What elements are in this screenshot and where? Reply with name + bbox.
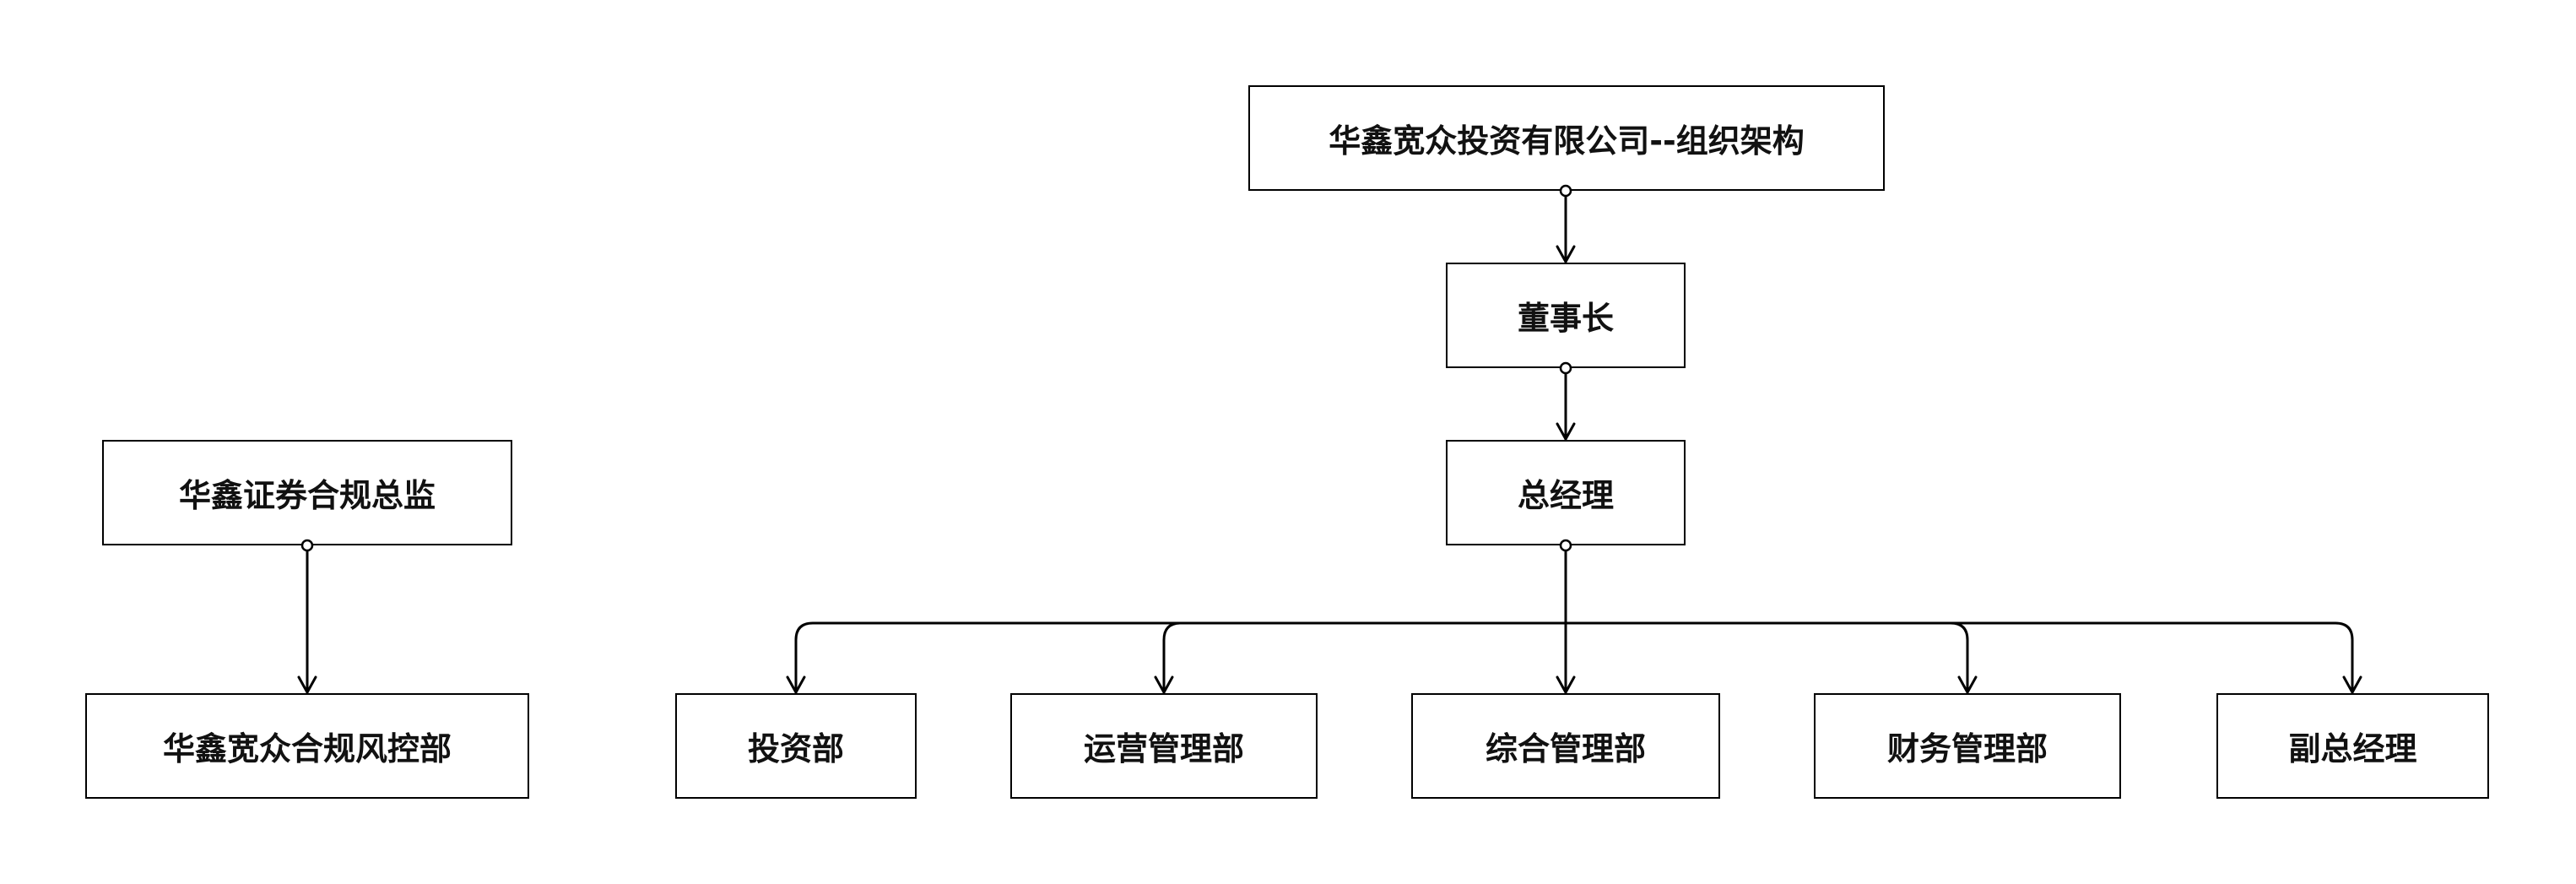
general-manager-label: 总经理	[1517, 477, 1614, 514]
arrowhead	[1957, 675, 1978, 694]
finance-dept-label: 财务管理部	[1886, 730, 2048, 767]
chairman-label: 董事长	[1517, 300, 1614, 337]
arrowhead	[2342, 675, 2362, 694]
arrowhead	[297, 675, 317, 694]
general-admin-dept-label: 综合管理部	[1485, 730, 1646, 767]
deputy-gm-label: 副总经理	[2288, 730, 2417, 767]
connector-gm-to-deputy-gm	[1564, 621, 2354, 694]
investment-dept-node: 投资部	[675, 693, 917, 799]
finance-dept-node: 财务管理部	[1814, 693, 2121, 799]
org-chart-title-box: 华鑫宽众投资有限公司--组织架构	[1248, 85, 1885, 191]
arrowhead	[1154, 675, 1174, 694]
compliance-risk-dept-node: 华鑫宽众合规风控部	[85, 693, 529, 799]
compliance-risk-dept-label: 华鑫宽众合规风控部	[162, 730, 452, 767]
arrowhead	[1556, 422, 1576, 441]
arrowhead	[786, 675, 806, 694]
connector-gm-to-operations	[1162, 621, 1567, 694]
connector-gm-to-finance	[1564, 621, 1969, 694]
compliance-director-node: 华鑫证券合规总监	[102, 440, 512, 545]
general-admin-dept-node: 综合管理部	[1411, 693, 1720, 799]
deputy-gm-node: 副总经理	[2216, 693, 2489, 799]
operations-dept-node: 运营管理部	[1010, 693, 1318, 799]
compliance-director-label: 华鑫证券合规总监	[178, 477, 436, 514]
connector-gm-to-investment	[794, 621, 1567, 694]
chairman-node: 董事长	[1446, 263, 1686, 368]
arrowhead	[1556, 675, 1576, 694]
general-manager-node: 总经理	[1446, 440, 1686, 545]
arrowhead	[1556, 245, 1576, 263]
investment-dept-label: 投资部	[747, 730, 844, 767]
operations-dept-label: 运营管理部	[1083, 730, 1244, 767]
org-chart-title: 华鑫宽众投资有限公司--组织架构	[1329, 122, 1805, 160]
